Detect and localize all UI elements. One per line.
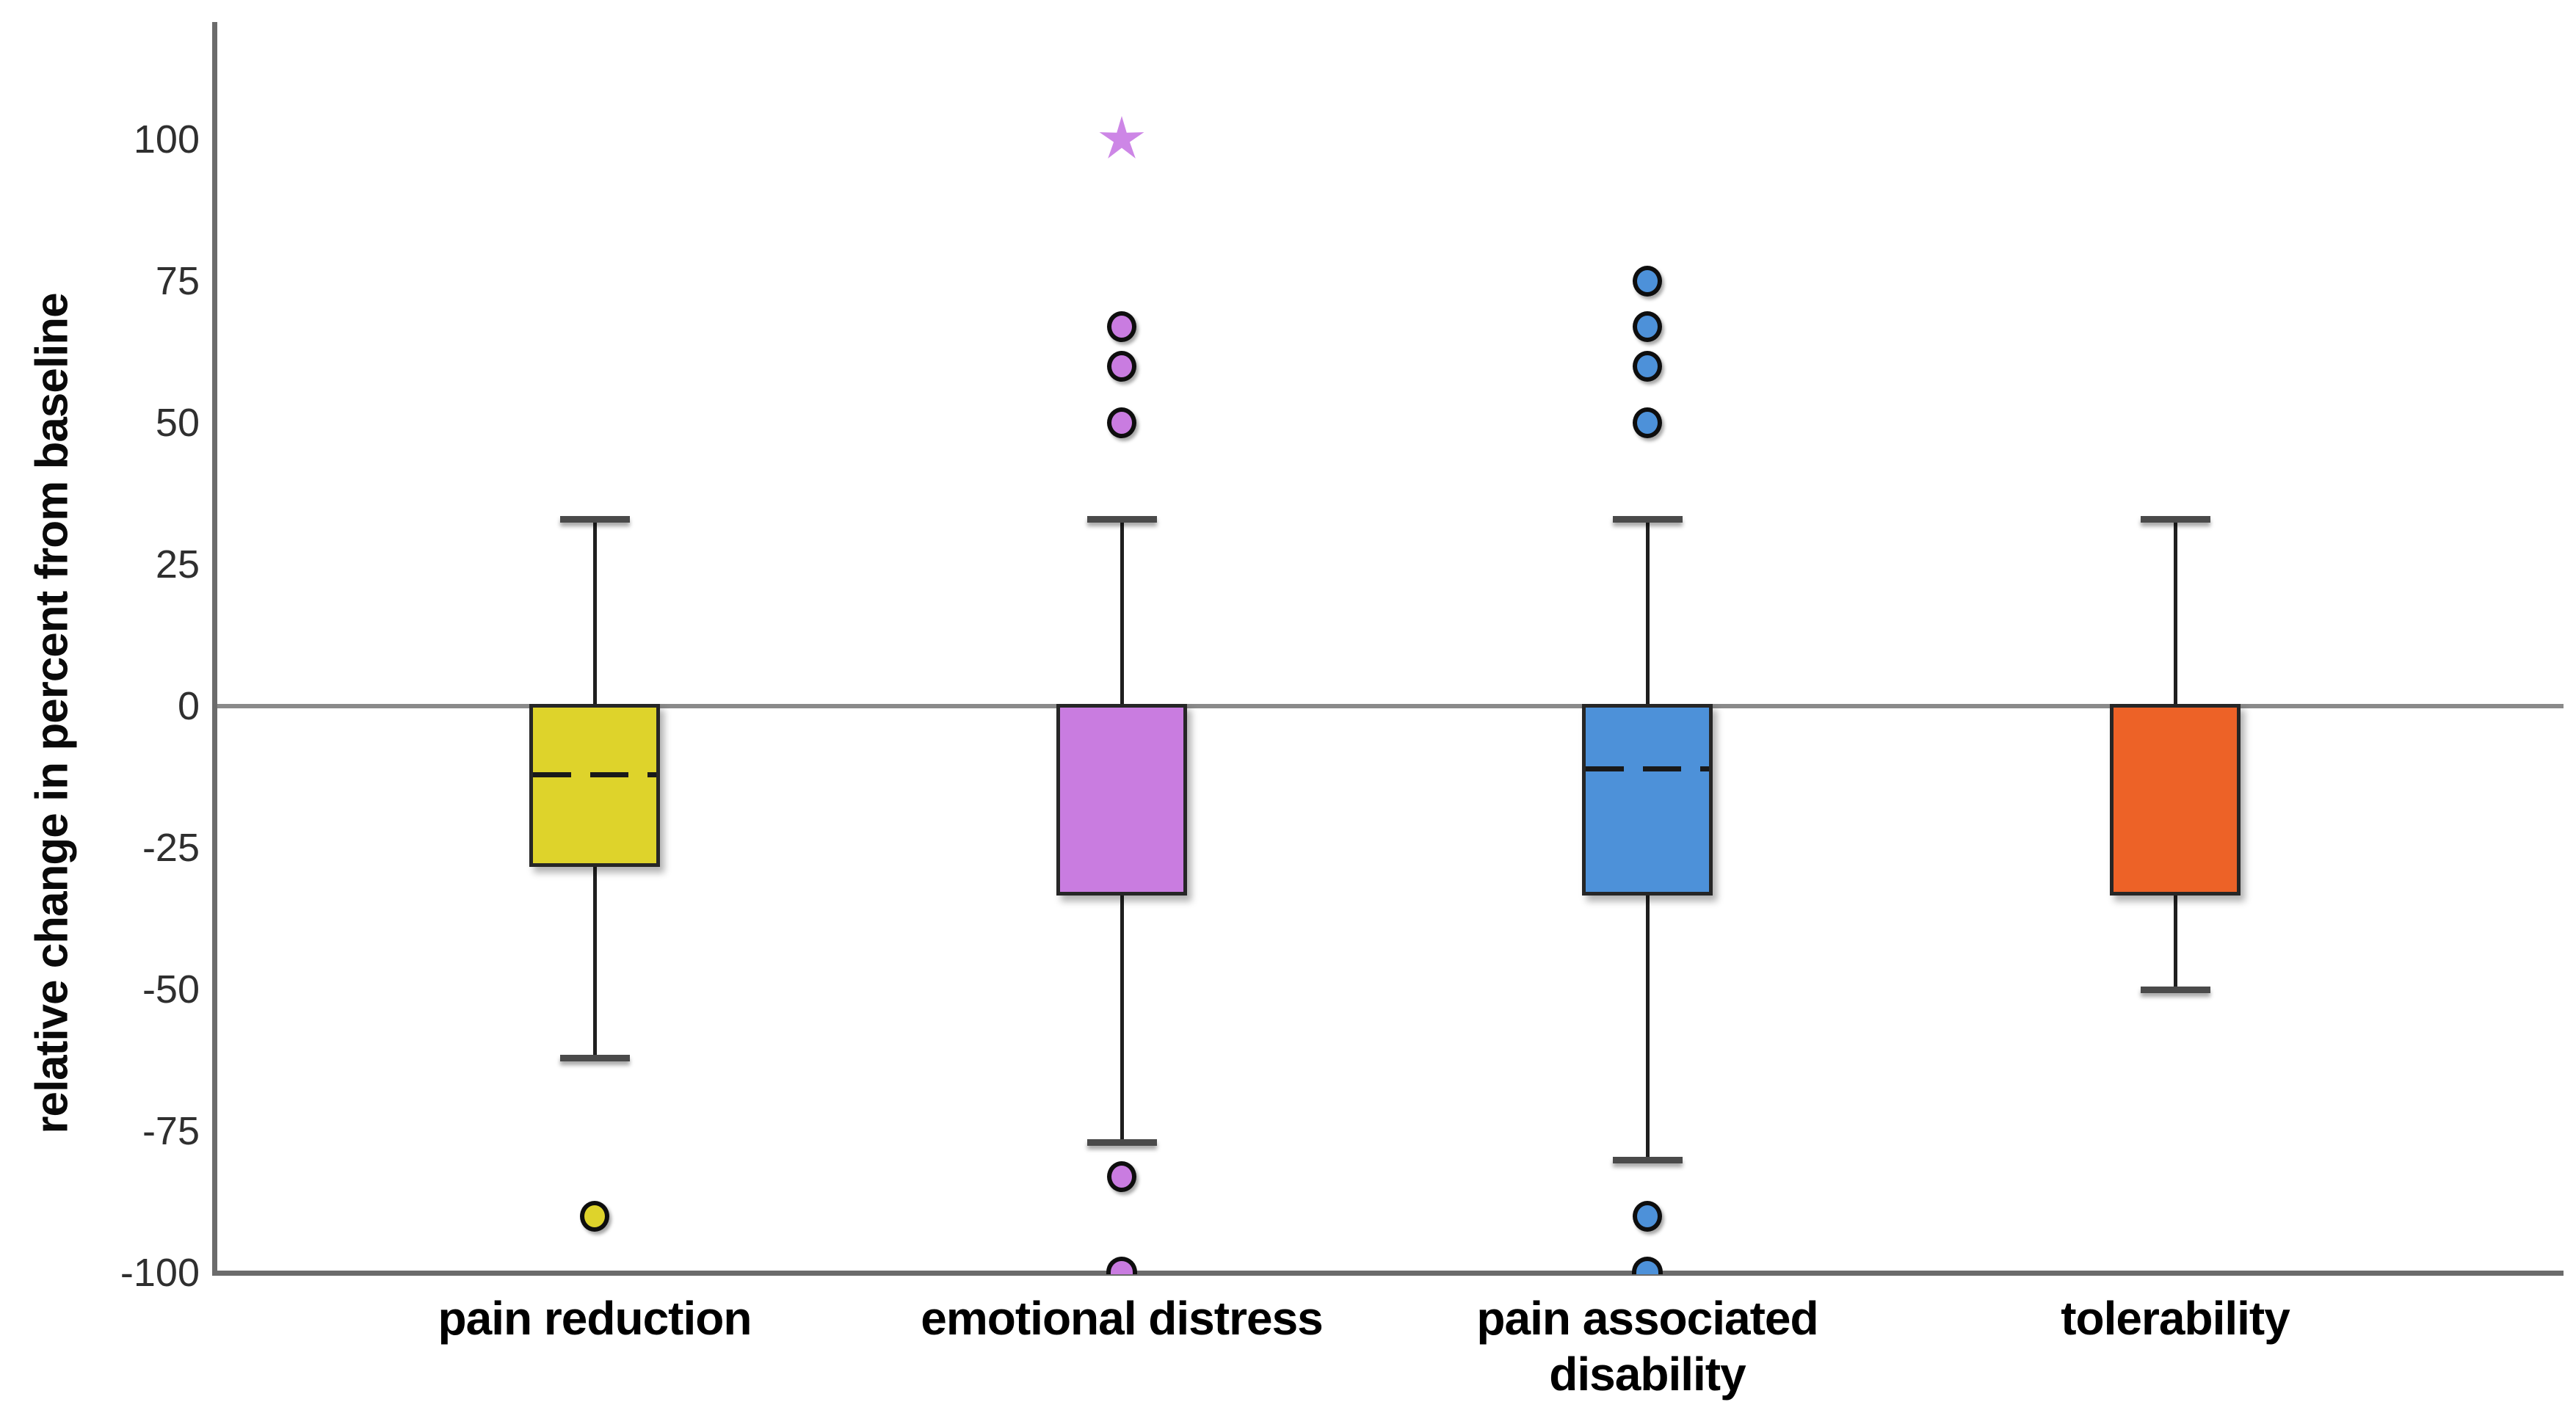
upper-whisker-line bbox=[1646, 519, 1650, 706]
y-tick-label: -100 bbox=[120, 1251, 200, 1295]
median-line bbox=[533, 771, 656, 777]
outlier-marker bbox=[1633, 350, 1662, 382]
outlier-marker bbox=[1633, 1200, 1662, 1232]
y-axis-title: relative change in percent from baseline bbox=[26, 293, 78, 1134]
lower-whisker-cap bbox=[1086, 1139, 1157, 1147]
y-tick-label: -75 bbox=[142, 1109, 200, 1153]
outlier-marker bbox=[1633, 310, 1662, 342]
outlier-marker bbox=[1107, 1160, 1136, 1192]
y-tick-label: 50 bbox=[155, 401, 200, 445]
lower-whisker-cap bbox=[559, 1054, 630, 1061]
outlier-marker bbox=[1107, 310, 1136, 342]
category-label-line: disability bbox=[1549, 1348, 1746, 1401]
lower-whisker-cap bbox=[1612, 1156, 1683, 1163]
upper-whisker-cap bbox=[559, 516, 630, 523]
upper-whisker-line bbox=[593, 519, 597, 706]
upper-whisker-line bbox=[2174, 519, 2177, 706]
y-tick-label: 75 bbox=[155, 259, 200, 303]
outlier-marker bbox=[1633, 407, 1662, 438]
lower-whisker-line bbox=[1646, 893, 1650, 1160]
category-label-pain-reduction: pain reduction bbox=[294, 1290, 896, 1346]
outlier-marker bbox=[1633, 266, 1662, 297]
lower-whisker-cap bbox=[2140, 987, 2210, 993]
upper-whisker-cap bbox=[1086, 516, 1157, 523]
median-line bbox=[1586, 766, 1709, 771]
y-tick-label: -25 bbox=[142, 826, 200, 870]
lower-whisker-line bbox=[593, 865, 597, 1058]
y-tick-label: -50 bbox=[142, 967, 200, 1011]
outlier-marker-clipped bbox=[1632, 1257, 1663, 1274]
y-tick-label: 25 bbox=[155, 542, 200, 586]
category-label-tolerability: tolerability bbox=[1874, 1290, 2476, 1346]
box-emotional-distress bbox=[1056, 704, 1187, 896]
outlier-marker bbox=[580, 1200, 609, 1232]
category-label-line: emotional distress bbox=[921, 1292, 1324, 1345]
box-pain-reduction bbox=[529, 704, 660, 868]
box-pain-associated-disability bbox=[1582, 704, 1713, 896]
category-label-line: pain reduction bbox=[438, 1292, 752, 1345]
y-tick-label: 100 bbox=[133, 117, 200, 161]
star-outlier-marker bbox=[1097, 115, 1147, 164]
lower-whisker-line bbox=[2174, 893, 2177, 989]
y-axis-line bbox=[212, 22, 217, 1276]
lower-whisker-line bbox=[1120, 893, 1124, 1143]
upper-whisker-cap bbox=[1612, 516, 1683, 523]
x-axis-line bbox=[212, 1271, 2564, 1276]
y-tick-label: 0 bbox=[177, 684, 200, 728]
box-tolerability bbox=[2110, 704, 2241, 896]
upper-whisker-cap bbox=[2140, 516, 2210, 523]
category-label-emotional-distress: emotional distress bbox=[821, 1290, 1423, 1346]
upper-whisker-line bbox=[1120, 519, 1124, 706]
category-label-line: pain associated bbox=[1476, 1292, 1818, 1345]
category-label-line: tolerability bbox=[2061, 1292, 2290, 1345]
outlier-marker bbox=[1107, 407, 1136, 438]
outlier-marker bbox=[1107, 350, 1136, 382]
outlier-marker-clipped bbox=[1106, 1257, 1137, 1274]
zero-reference-line bbox=[217, 704, 2564, 708]
